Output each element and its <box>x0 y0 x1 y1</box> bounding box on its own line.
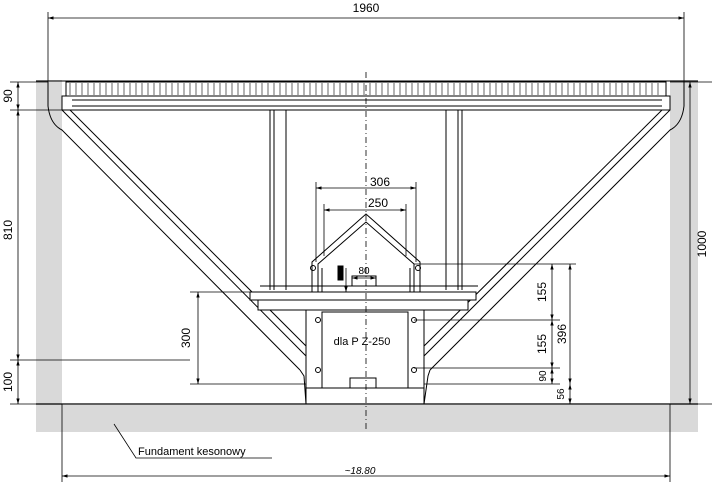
dim-top-width: 1960 <box>353 1 380 15</box>
platform-beam <box>249 285 478 311</box>
deck-grating <box>69 83 659 95</box>
dim-base-height: 100 <box>1 372 15 392</box>
dim-inner-top-width: 306 <box>370 175 390 189</box>
foundation-label: Fundament kesonowy <box>138 446 246 458</box>
dim-hopper-height: 810 <box>1 220 15 240</box>
columns <box>269 110 463 290</box>
lower-box <box>305 309 425 405</box>
dimension-lines <box>10 12 712 482</box>
foundation-shading <box>36 80 698 432</box>
dim-right-90: 90 <box>538 370 549 382</box>
dim-deck-height: 90 <box>1 89 15 103</box>
dim-opening: 80 <box>358 266 370 277</box>
hopper-walls <box>47 82 685 405</box>
dim-support-height: 300 <box>179 328 193 348</box>
dim-total-height: 1000 <box>695 230 709 257</box>
top-deck <box>36 80 698 111</box>
dim-right-upper: 155 <box>535 282 549 302</box>
dim-right-lower: 155 <box>535 334 549 354</box>
dim-right-56: 56 <box>556 388 567 400</box>
dim-base-width: ~18.80 <box>345 466 376 477</box>
dim-inner-width: 250 <box>368 196 388 210</box>
machine-label: dla P Z-250 <box>334 336 391 348</box>
inner-housing <box>310 213 421 292</box>
dim-right-396: 396 <box>555 324 569 344</box>
